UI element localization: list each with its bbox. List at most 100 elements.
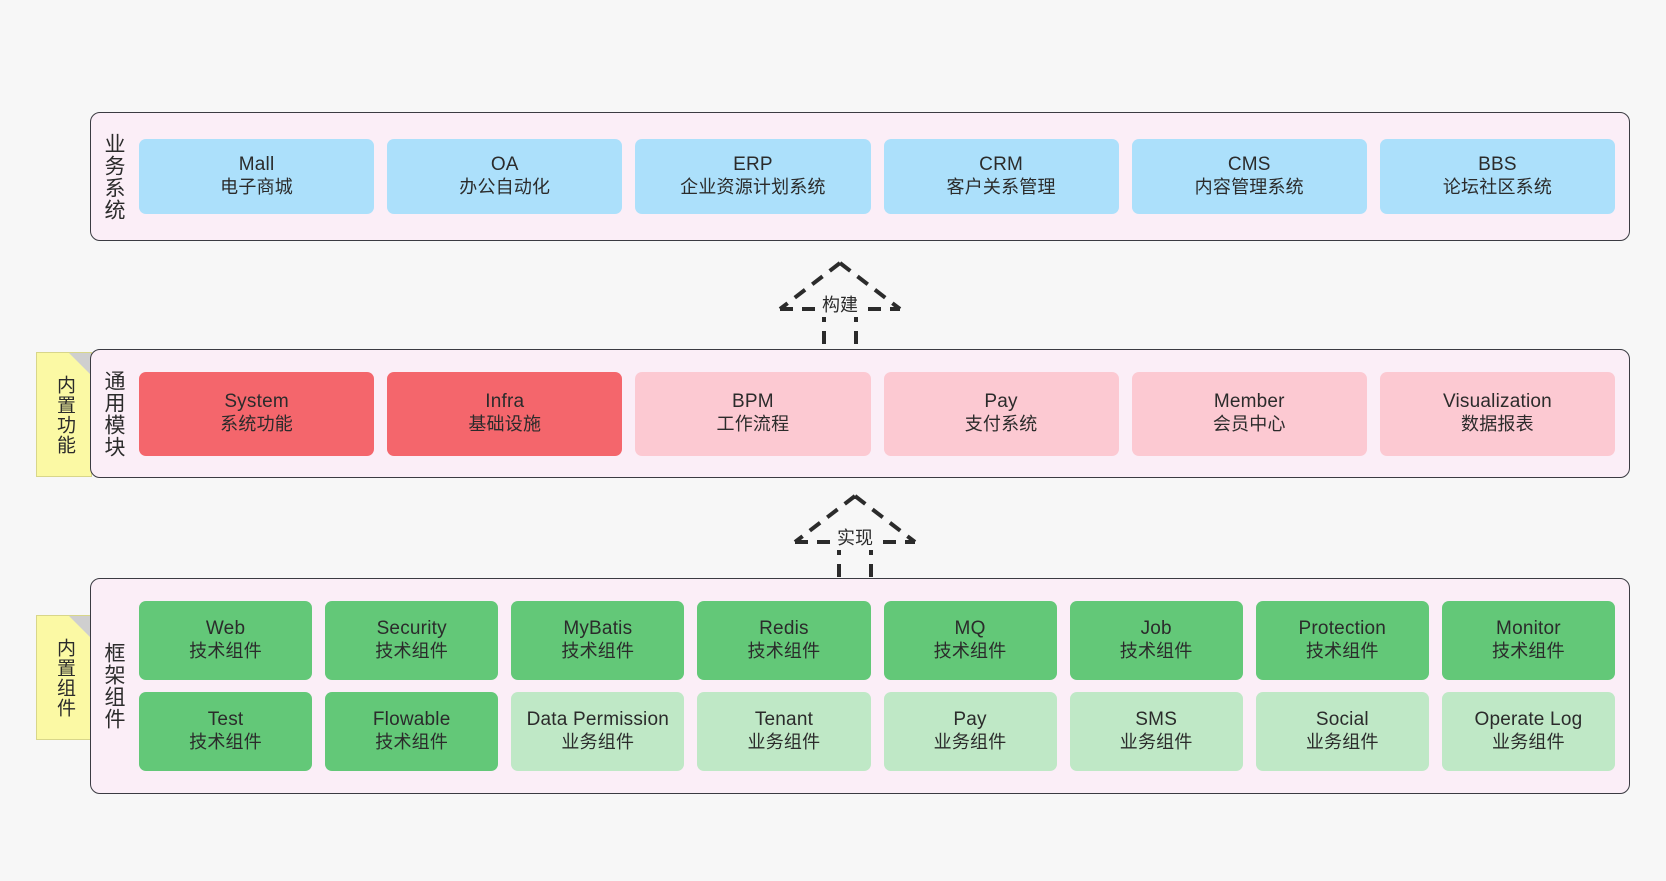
node-mybatis[interactable]: MyBatis 技术组件 (511, 601, 685, 680)
node-pay-module-name: Pay (984, 391, 1018, 413)
node-infra-desc: 基础设施 (468, 414, 542, 435)
node-flowable[interactable]: Flowable 技术组件 (325, 692, 499, 771)
node-test-desc: 技术组件 (189, 732, 262, 753)
node-data-permission-desc: 业务组件 (561, 732, 635, 753)
node-security-desc: 技术组件 (375, 641, 449, 662)
node-crm[interactable]: CRM 客户关系管理 (883, 139, 1119, 214)
node-pay-module[interactable]: Pay 支付系统 (883, 371, 1119, 456)
framework-node-row-1: Web 技术组件 Security 技术组件 MyBatis 技术组件 Redi… (139, 601, 1615, 680)
node-web-name: Web (205, 618, 246, 640)
common-node-row: System 系统功能 Infra 基础设施 BPM 工作流程 Pay 支付系统… (139, 371, 1616, 456)
node-oa[interactable]: OA 办公自动化 (387, 139, 623, 214)
node-security[interactable]: Security 技术组件 (325, 601, 499, 680)
node-visualization-desc: 数据报表 (1461, 414, 1534, 435)
layer-body-framework: Web 技术组件 Security 技术组件 MyBatis 技术组件 Redi… (135, 579, 1629, 793)
node-cms[interactable]: CMS 内容管理系统 (1131, 139, 1367, 214)
node-social-desc: 业务组件 (1305, 732, 1379, 753)
node-bpm[interactable]: BPM 工作流程 (635, 371, 871, 456)
business-node-row: Mall 电子商城 OA 办公自动化 ERP 企业资源计划系统 CRM 客户关系… (139, 139, 1616, 214)
node-system-name: System (224, 391, 289, 413)
node-sms-desc: 业务组件 (1119, 732, 1193, 753)
node-test-name: Test (207, 709, 244, 731)
node-operate-log-name: Operate Log (1474, 709, 1583, 731)
node-protection-name: Protection (1298, 618, 1387, 640)
node-infra[interactable]: Infra 基础设施 (387, 371, 623, 456)
node-data-permission[interactable]: Data Permission 业务组件 (511, 692, 685, 771)
node-monitor-name: Monitor (1496, 618, 1561, 640)
layer-body-common: System 系统功能 Infra 基础设施 BPM 工作流程 Pay 支付系统… (135, 350, 1629, 477)
node-pay-component-desc: 业务组件 (933, 732, 1007, 753)
node-operate-log[interactable]: Operate Log 业务组件 (1441, 692, 1615, 771)
node-bbs-desc: 论坛社区系统 (1442, 177, 1553, 198)
node-member[interactable]: Member 会员中心 (1131, 371, 1367, 456)
node-job-name: Job (1140, 618, 1172, 640)
layer-title-business: 业务系统 (101, 132, 125, 221)
node-erp-desc: 企业资源计划系统 (680, 177, 826, 198)
node-protection-desc: 技术组件 (1305, 641, 1379, 662)
node-data-permission-name: Data Permission (526, 709, 669, 731)
layer-business-systems: 业务系统 Mall 电子商城 OA 办公自动化 ERP 企业资源计划系统 CRM… (90, 112, 1630, 241)
node-job-desc: 技术组件 (1119, 641, 1193, 662)
node-pay-component[interactable]: Pay 业务组件 (883, 692, 1057, 771)
node-bbs[interactable]: BBS 论坛社区系统 (1379, 139, 1616, 214)
node-cms-desc: 内容管理系统 (1194, 177, 1304, 198)
node-redis[interactable]: Redis 技术组件 (697, 601, 871, 680)
layer-common-modules: 通用模块 System 系统功能 Infra 基础设施 BPM 工作流程 Pay… (90, 349, 1630, 478)
note-builtin-functions: 内置功能 (36, 352, 92, 477)
node-erp[interactable]: ERP 企业资源计划系统 (635, 139, 871, 214)
node-monitor[interactable]: Monitor 技术组件 (1441, 601, 1615, 680)
node-oa-name: OA (490, 154, 519, 176)
node-erp-name: ERP (733, 154, 773, 176)
layer-framework-components: 框架组件 Web 技术组件 Security 技术组件 MyBatis 技术组件 (90, 578, 1630, 794)
node-redis-name: Redis (759, 618, 809, 640)
node-monitor-desc: 技术组件 (1492, 641, 1565, 662)
node-operate-log-desc: 业务组件 (1492, 732, 1565, 753)
node-protection[interactable]: Protection 技术组件 (1255, 601, 1429, 680)
node-visualization-name: Visualization (1442, 391, 1552, 413)
node-mq-name: MQ (954, 618, 986, 640)
node-social[interactable]: Social 业务组件 (1255, 692, 1429, 771)
node-job[interactable]: Job 技术组件 (1069, 601, 1243, 680)
node-system-desc: 系统功能 (220, 414, 293, 435)
node-oa-desc: 办公自动化 (459, 177, 551, 198)
node-flowable-name: Flowable (372, 709, 451, 731)
node-pay-module-desc: 支付系统 (964, 414, 1038, 435)
node-crm-desc: 客户关系管理 (946, 177, 1056, 198)
layer-title-common: 通用模块 (101, 369, 125, 458)
node-system[interactable]: System 系统功能 (139, 371, 375, 456)
framework-node-row-2: Test 技术组件 Flowable 技术组件 Data Permission … (139, 692, 1615, 771)
node-bbs-name: BBS (1478, 154, 1517, 176)
node-bpm-name: BPM (732, 391, 774, 413)
node-social-name: Social (1315, 709, 1369, 731)
node-member-name: Member (1213, 391, 1285, 413)
node-visualization[interactable]: Visualization 数据报表 (1379, 371, 1616, 456)
node-pay-component-name: Pay (953, 709, 987, 731)
node-web-desc: 技术组件 (189, 641, 262, 662)
node-mq[interactable]: MQ 技术组件 (883, 601, 1057, 680)
node-web[interactable]: Web 技术组件 (139, 601, 313, 680)
node-bpm-desc: 工作流程 (716, 414, 790, 435)
node-mq-desc: 技术组件 (933, 641, 1007, 662)
node-sms[interactable]: SMS 业务组件 (1069, 692, 1243, 771)
node-member-desc: 会员中心 (1212, 414, 1286, 435)
node-sms-name: SMS (1135, 709, 1178, 731)
node-test[interactable]: Test 技术组件 (139, 692, 313, 771)
node-tenant[interactable]: Tenant 业务组件 (697, 692, 871, 771)
node-infra-name: Infra (485, 391, 525, 413)
framework-node-stack: Web 技术组件 Security 技术组件 MyBatis 技术组件 Redi… (139, 601, 1615, 771)
node-tenant-name: Tenant (754, 709, 814, 731)
note-builtin-components-label: 内置组件 (54, 637, 76, 718)
node-security-name: Security (376, 618, 447, 640)
node-mybatis-name: MyBatis (563, 618, 633, 640)
layer-body-business: Mall 电子商城 OA 办公自动化 ERP 企业资源计划系统 CRM 客户关系… (135, 113, 1629, 240)
node-mall[interactable]: Mall 电子商城 (139, 139, 375, 214)
node-mall-desc: 电子商城 (220, 177, 293, 198)
connector-build-label: 构建 (819, 291, 861, 317)
node-mall-name: Mall (238, 154, 275, 176)
connector-implement: 实现 (775, 488, 935, 588)
node-flowable-desc: 技术组件 (375, 732, 449, 753)
node-cms-name: CMS (1227, 154, 1271, 176)
connector-build: 构建 (760, 255, 920, 355)
node-tenant-desc: 业务组件 (747, 732, 821, 753)
